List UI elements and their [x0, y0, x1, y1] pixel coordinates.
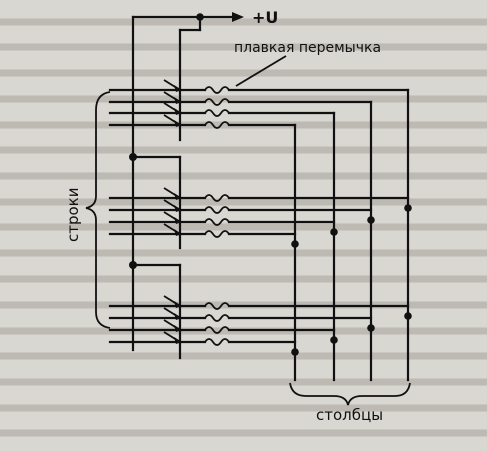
fuse-link [204, 206, 230, 214]
fuse-leader-line [235, 55, 287, 87]
fuse-link [204, 98, 230, 106]
row-line [108, 331, 297, 346]
fuse-link [204, 109, 230, 117]
fuse-link [204, 326, 230, 334]
row-line [108, 91, 373, 106]
emitter-arrow [174, 97, 182, 104]
emitter-arrow [174, 85, 182, 92]
row-line [108, 211, 336, 226]
junction-dot [367, 324, 375, 332]
rows-bracket [85, 91, 111, 329]
row-line [108, 307, 373, 322]
row-line [108, 199, 373, 214]
emitter-arrow [174, 120, 182, 127]
fuse-link [204, 230, 230, 238]
fuse-link [204, 86, 230, 94]
row-line [108, 114, 297, 129]
junction-dot [330, 228, 338, 236]
rows-group [108, 79, 410, 346]
junction-dot [367, 216, 375, 224]
row-line [108, 102, 336, 117]
junction-dot [291, 348, 299, 356]
row-line [108, 79, 410, 94]
supply-label: +U [252, 8, 278, 27]
fuse-link [204, 218, 230, 226]
junction-dot [291, 240, 299, 248]
fuse-link [204, 302, 230, 310]
row-line [108, 223, 297, 238]
fuse-link [204, 314, 230, 322]
emitter-arrow [174, 108, 182, 115]
emitter-arrow [174, 229, 182, 236]
emitter-arrow [174, 325, 182, 332]
emitter-arrow [174, 205, 182, 212]
fuse-link [204, 121, 230, 129]
junction-dot [330, 336, 338, 344]
columns-group [293, 88, 410, 382]
fuse-label: плавкая перемычка [234, 40, 381, 56]
row-line [108, 319, 336, 334]
columns-label: столбцы [316, 406, 383, 424]
fuse-link [204, 194, 230, 202]
rows-label: строки [64, 188, 82, 243]
emitter-arrow [174, 217, 182, 224]
supply-rail [129, 12, 244, 360]
junctions-group [291, 204, 412, 356]
row-line [108, 187, 410, 202]
emitter-arrow [174, 301, 182, 308]
emitter-arrow [174, 193, 182, 200]
fuse-link [204, 338, 230, 346]
junction-dot [404, 312, 412, 320]
junction-dot [404, 204, 412, 212]
emitter-arrow [174, 313, 182, 320]
row-line [108, 295, 410, 310]
columns-bracket [289, 382, 411, 406]
emitter-arrow [174, 337, 182, 344]
